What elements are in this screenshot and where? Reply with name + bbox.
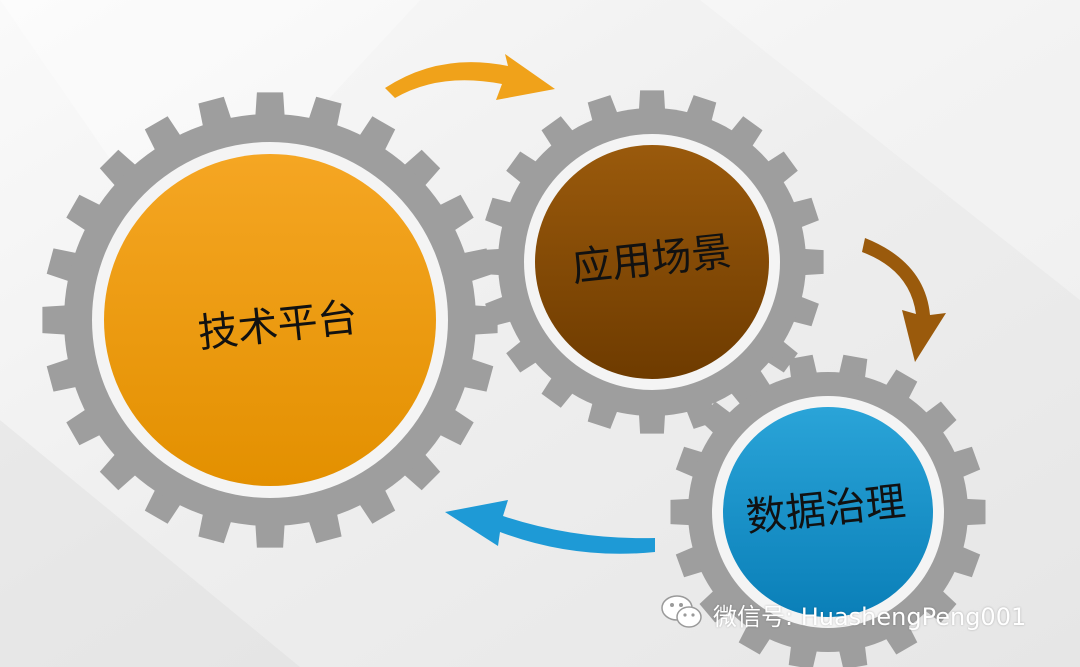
gear-application-scenario: 应用场景 — [480, 90, 824, 434]
background-facet — [0, 420, 300, 667]
background-facet — [700, 0, 1080, 300]
arrow-app-to-data — [862, 238, 946, 362]
wechat-icon — [661, 595, 702, 628]
arrow-tech-to-app — [385, 54, 555, 100]
gear-face — [104, 154, 436, 486]
gear-data-governance: 数据治理 — [670, 354, 986, 667]
gear-tech-platform: 技术平台 — [42, 92, 498, 548]
arrow-data-to-tech — [445, 500, 655, 554]
gear-face — [723, 407, 933, 617]
watermark-text: 微信号: HuashengPeng001 — [713, 603, 1027, 631]
gear-face — [535, 145, 769, 379]
